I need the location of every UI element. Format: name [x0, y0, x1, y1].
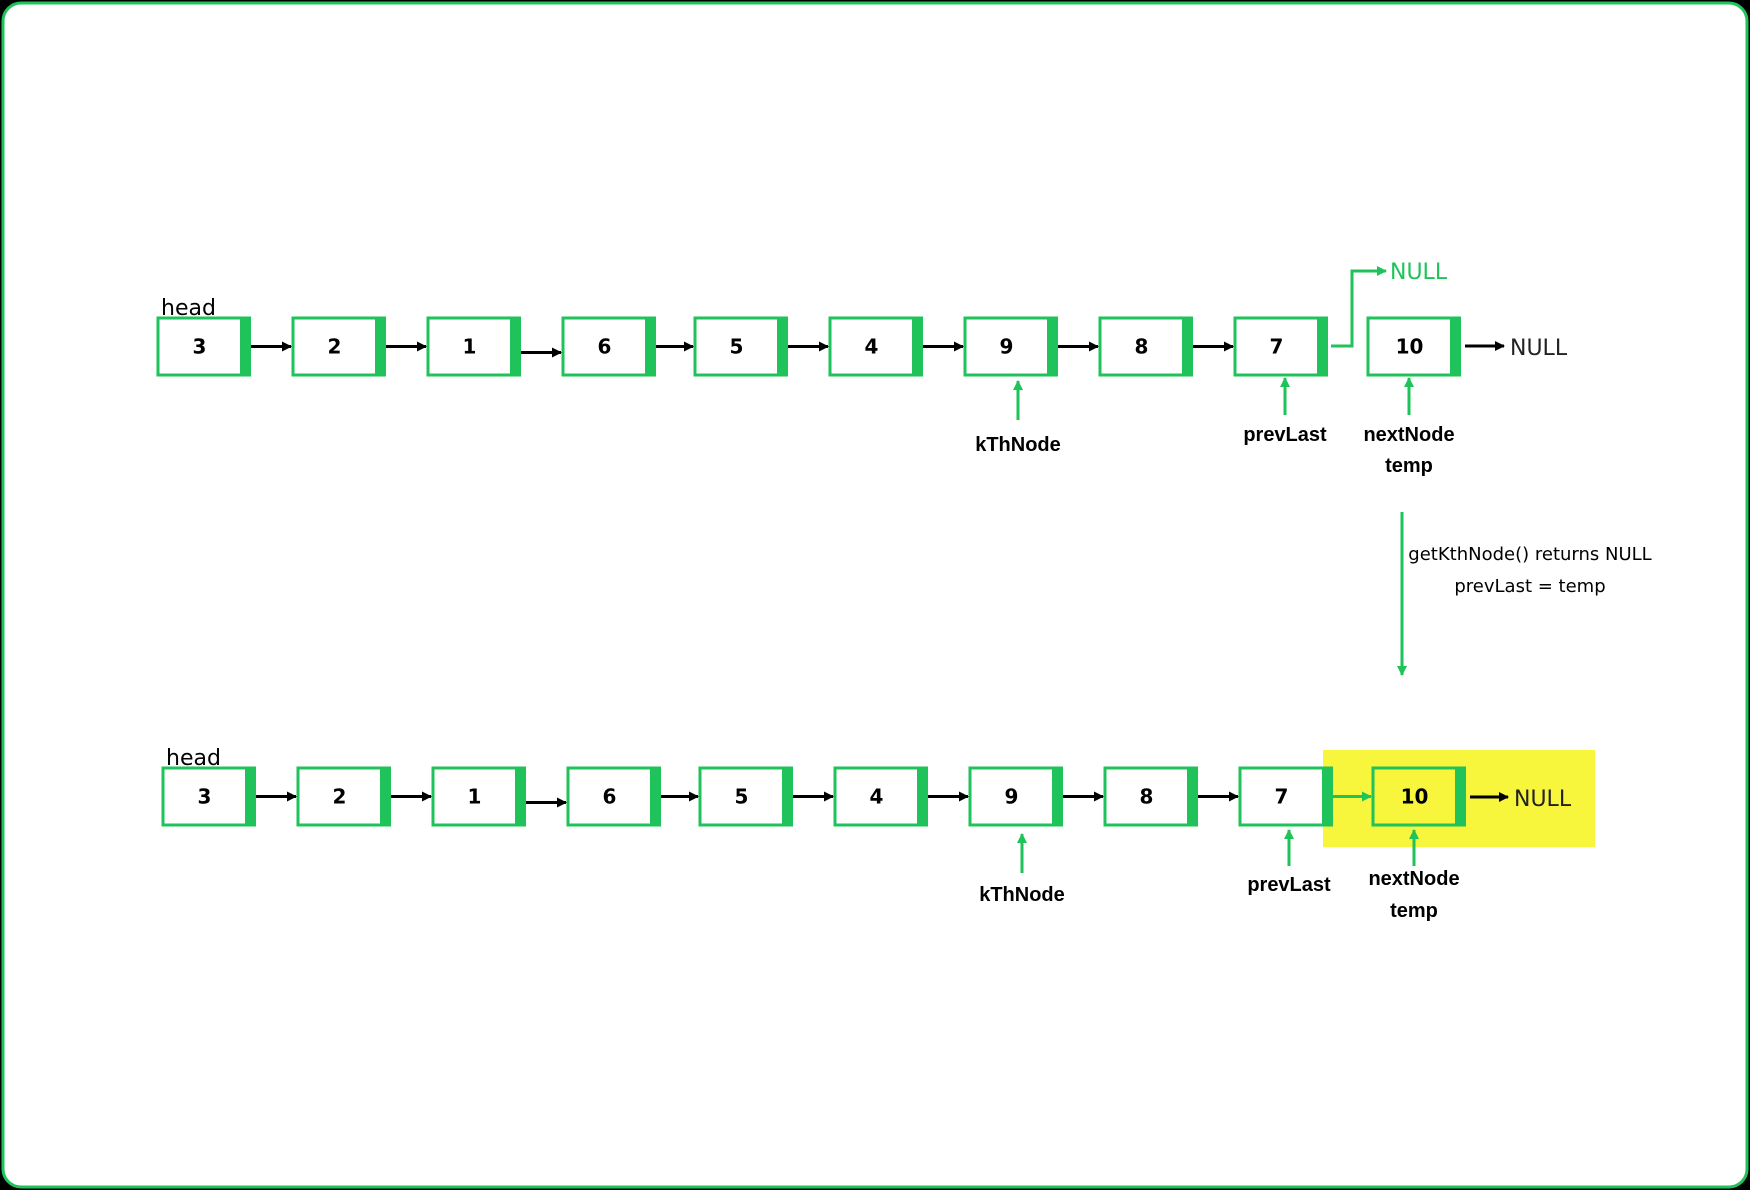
kth-pointer-label: kThNode	[975, 434, 1061, 456]
node-value: 7	[1270, 335, 1284, 359]
list-node: 2	[296, 766, 391, 827]
node-value: 5	[730, 335, 744, 359]
end-null-label: NULL	[1514, 787, 1572, 812]
node-next-pointer	[245, 766, 256, 827]
list-node: 5	[698, 766, 793, 827]
node-value: 7	[1275, 785, 1289, 809]
node-value: 6	[598, 335, 612, 359]
node-value: 9	[1005, 785, 1019, 809]
transition-step: getKthNode() returns NULL prevLast = tem…	[1397, 512, 1652, 676]
node-value: 10	[1396, 335, 1424, 359]
node-next-pointer	[510, 316, 521, 377]
list-node: 3	[161, 766, 256, 827]
node-value: 9	[1000, 335, 1014, 359]
node-next-pointer	[645, 316, 656, 377]
node-next-pointer	[1455, 766, 1466, 827]
list-node: 5	[693, 316, 788, 377]
list-node: 1	[431, 766, 526, 827]
end-null-label: NULL	[1510, 336, 1568, 361]
list-node: 7	[1238, 766, 1333, 827]
node-next-pointer	[240, 316, 251, 377]
detach-link-arrow	[1331, 266, 1387, 348]
node-next-pointer	[650, 766, 661, 827]
node-value: 5	[735, 785, 749, 809]
transition-note-line2: prevLast = temp	[1454, 576, 1605, 597]
next-pointer-label: nextNode	[1363, 424, 1454, 446]
list-node: 8	[1098, 316, 1193, 377]
list-node: 6	[561, 316, 656, 377]
node-next-pointer	[1317, 316, 1328, 377]
node-next-pointer	[1182, 316, 1193, 377]
node-value: 4	[870, 785, 884, 809]
node-next-pointer	[1052, 766, 1063, 827]
next-pointer-label: nextNode	[1368, 868, 1459, 890]
node-next-pointer	[1322, 766, 1333, 827]
transition-note-line1: getKthNode() returns NULL	[1408, 544, 1651, 565]
list-node: 3	[156, 316, 251, 377]
node-next-pointer	[782, 766, 793, 827]
node-value: 8	[1140, 785, 1154, 809]
node-next-pointer	[1187, 766, 1198, 827]
kth-pointer-label: kThNode	[979, 884, 1065, 906]
node-value: 1	[463, 335, 477, 359]
detached-null-label: NULL	[1390, 260, 1448, 285]
temp-pointer-label: temp	[1385, 455, 1433, 477]
prev-pointer-label: prevLast	[1243, 424, 1327, 446]
node-value: 3	[198, 785, 212, 809]
list-node: 9	[968, 766, 1063, 827]
list-node: 4	[833, 766, 928, 827]
list-node: 8	[1103, 766, 1198, 827]
node-value: 2	[328, 335, 342, 359]
node-next-pointer	[917, 766, 928, 827]
list-node: 2	[291, 316, 386, 377]
list-node: 6	[566, 766, 661, 827]
list-node: 1	[426, 316, 521, 377]
node-value: 6	[603, 785, 617, 809]
list-node: 9	[963, 316, 1058, 377]
node-next-pointer	[515, 766, 526, 827]
node-next-pointer	[380, 766, 391, 827]
list-node: 7	[1233, 316, 1328, 377]
list-node: 10	[1366, 316, 1461, 377]
node-value: 10	[1401, 785, 1429, 809]
node-value: 4	[865, 335, 879, 359]
temp-pointer-label: temp	[1390, 900, 1438, 922]
node-next-pointer	[1450, 316, 1461, 377]
node-next-pointer	[777, 316, 788, 377]
node-value: 2	[333, 785, 347, 809]
node-next-pointer	[1047, 316, 1058, 377]
prev-pointer-label: prevLast	[1247, 874, 1331, 896]
node-value: 1	[468, 785, 482, 809]
list-node: 10	[1371, 766, 1466, 827]
list-node: 4	[828, 316, 923, 377]
node-next-pointer	[912, 316, 923, 377]
node-value: 8	[1135, 335, 1149, 359]
node-next-pointer	[375, 316, 386, 377]
node-value: 3	[193, 335, 207, 359]
